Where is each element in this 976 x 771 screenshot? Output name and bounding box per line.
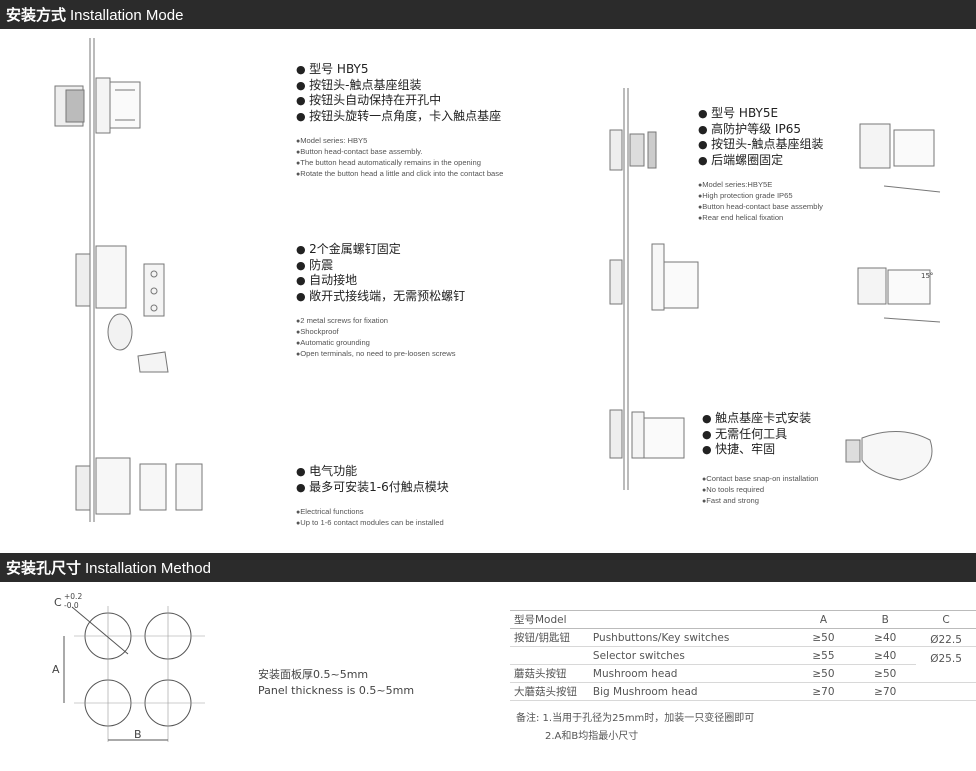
table-header-row: 型号Model A B C — [510, 610, 976, 629]
list-item: Shockproof — [296, 327, 596, 338]
list-item: 2 metal screws for fixation — [296, 316, 596, 327]
b-label: B — [134, 728, 142, 741]
table-row: 大蘑菇头按钮 Big Mushroom head ≥70 ≥70 — [510, 682, 976, 701]
list-item: 按钮头-触点基座组装 — [698, 137, 878, 153]
list-item: 快捷、牢固 — [702, 442, 872, 458]
table-cell: Pushbuttons/Key switches — [592, 628, 793, 647]
block-hby5: 型号 HBY5 按钮头-触点基座组装 按钮头自动保持在开孔中 按钮头旋转一点角度… — [296, 62, 596, 180]
list-item: 按钮头-触点基座组装 — [296, 78, 596, 94]
dimensions-table: 型号Model A B C 按钮/钥匙钮 Pushbuttons/Key swi… — [510, 610, 976, 701]
block-hby5e-cn-list: 型号 HBY5E 高防护等级 IP65 按钮头-触点基座组装 后端螺圈固定 — [698, 106, 878, 168]
list-item: Rear end helical fixation — [698, 213, 878, 224]
list-item: 高防护等级 IP65 — [698, 122, 878, 138]
table-cell: Big Mushroom head — [592, 682, 793, 701]
list-item: Contact base snap-on installation — [702, 474, 872, 485]
block-hby5e-en-list: Model series:HBY5E High protection grade… — [698, 180, 878, 224]
table-cell: ≥50 — [792, 628, 855, 647]
list-item: 型号 HBY5 — [296, 62, 596, 78]
block-snap-on: 触点基座卡式安装 无需任何工具 快捷、牢固 Contact base snap-… — [702, 411, 872, 507]
list-item: Electrical functions — [296, 507, 596, 518]
table-row: Selector switches ≥55 ≥40 Ø25.5 — [510, 646, 976, 665]
table-cell-c2: Ø25.5 — [930, 652, 962, 665]
list-item: 触点基座卡式安装 — [702, 411, 872, 427]
section-title-en: Installation Mode — [70, 7, 184, 24]
list-item: 2个金属螺钉固定 — [296, 242, 596, 258]
list-item: Rotate the button head a little and clic… — [296, 169, 596, 180]
a-label: A — [52, 663, 60, 676]
list-item: Open terminals, no need to pre-loosen sc… — [296, 349, 596, 360]
table-header-cell — [592, 610, 793, 629]
block-screws-en-list: 2 metal screws for fixation Shockproof A… — [296, 316, 596, 360]
table-header-cell: 型号Model — [510, 610, 593, 629]
list-item: 电气功能 — [296, 464, 596, 480]
list-item: 型号 HBY5E — [698, 106, 878, 122]
block-hby5e: 型号 HBY5E 高防护等级 IP65 按钮头-触点基座组装 后端螺圈固定 Mo… — [698, 106, 878, 224]
table-cell: 大蘑菇头按钮 — [510, 682, 593, 701]
table-cell: 按钮/钥匙钮 — [510, 628, 593, 647]
tol-minus: -0.0 — [64, 601, 79, 610]
table-cell: ≥70 — [854, 682, 917, 701]
list-item: Automatic grounding — [296, 338, 596, 349]
list-item: 最多可安装1-6付触点模块 — [296, 480, 596, 496]
block-snap-on-cn-list: 触点基座卡式安装 无需任何工具 快捷、牢固 — [702, 411, 872, 458]
list-item: The button head automatically remains in… — [296, 158, 596, 169]
list-item: Fast and strong — [702, 496, 872, 507]
list-item: No tools required — [702, 485, 872, 496]
table-cell: Selector switches — [592, 646, 793, 665]
section-title-en: Installation Method — [85, 560, 211, 577]
table-cell: ≥40 — [854, 628, 917, 647]
c-label: C — [54, 596, 62, 609]
list-item: 自动接地 — [296, 273, 596, 289]
block-hby5-en-list: Model series: HBY5 Button head-contact b… — [296, 136, 596, 180]
list-item: Up to 1-6 contact modules can be install… — [296, 518, 596, 529]
table-cell: Mushroom head — [592, 664, 793, 683]
block-electrical: 电气功能 最多可安装1-6付触点模块 Electrical functions … — [296, 464, 596, 529]
list-item: 防震 — [296, 258, 596, 274]
table-header-cell: A — [792, 610, 855, 629]
table-notes: 备注: 1.当用于孔径为25mm时，加装一只变径圈即可 2.A和B均指最小尺寸 — [516, 710, 754, 746]
section-title-cn: 安装孔尺寸 — [6, 559, 82, 577]
note-line: 备注: 1.当用于孔径为25mm时，加装一只变径圈即可 — [516, 713, 755, 724]
block-electrical-cn-list: 电气功能 最多可安装1-6付触点模块 — [296, 464, 596, 495]
table-row: 按钮/钥匙钮 Pushbuttons/Key switches ≥50 ≥40 … — [510, 628, 976, 647]
table-header-cell: B — [854, 610, 917, 629]
list-item: 按钮头自动保持在开孔中 — [296, 93, 596, 109]
note-line: 2.A和B均指最小尺寸 — [545, 731, 639, 742]
panel-thickness-en: Panel thickness is 0.5~5mm — [258, 684, 415, 697]
block-snap-on-en-list: Contact base snap-on installation No too… — [702, 474, 872, 507]
table-cell: ≥55 — [792, 646, 855, 665]
list-item: 后端螺圈固定 — [698, 153, 878, 169]
table-cell: ≥50 — [854, 664, 917, 683]
block-screws-cn-list: 2个金属螺钉固定 防震 自动接地 敞开式接线端，无需预松螺钉 — [296, 242, 596, 304]
table-cell — [510, 646, 593, 665]
tol-plus: +0.2 — [64, 592, 82, 601]
table-cell-c1: Ø22.5 — [916, 628, 976, 647]
list-item: Button head-contact base assembly. — [296, 147, 596, 158]
panel-thickness: 安装面板厚0.5~5mm Panel thickness is 0.5~5mm — [258, 667, 414, 699]
angle-label: 15° — [921, 272, 933, 280]
list-item: 按钮头旋转一点角度，卡入触点基座 — [296, 109, 596, 125]
list-item: 无需任何工具 — [702, 427, 872, 443]
block-electrical-en-list: Electrical functions Up to 1-6 contact m… — [296, 507, 596, 529]
panel-thickness-cn: 安装面板厚0.5~5mm — [258, 668, 369, 681]
table-row: 蘑菇头按钮 Mushroom head ≥50 ≥50 — [510, 664, 976, 683]
list-item: Button head-contact base assembly — [698, 202, 878, 213]
table-cell: ≥50 — [792, 664, 855, 683]
list-item: Model series:HBY5E — [698, 180, 878, 191]
list-item: 敞开式接线端，无需预松螺钉 — [296, 289, 596, 305]
table-cell: ≥40 — [854, 646, 917, 665]
list-item: Model series: HBY5 — [296, 136, 596, 147]
block-hby5-cn-list: 型号 HBY5 按钮头-触点基座组装 按钮头自动保持在开孔中 按钮头旋转一点角度… — [296, 62, 596, 124]
table-cell: 蘑菇头按钮 — [510, 664, 593, 683]
block-screws: 2个金属螺钉固定 防震 自动接地 敞开式接线端，无需预松螺钉 2 metal s… — [296, 242, 596, 360]
list-item: High protection grade IP65 — [698, 191, 878, 202]
section-title-cn: 安装方式 — [6, 6, 67, 24]
table-cell: ≥70 — [792, 682, 855, 701]
table-header-cell: C — [916, 610, 976, 629]
